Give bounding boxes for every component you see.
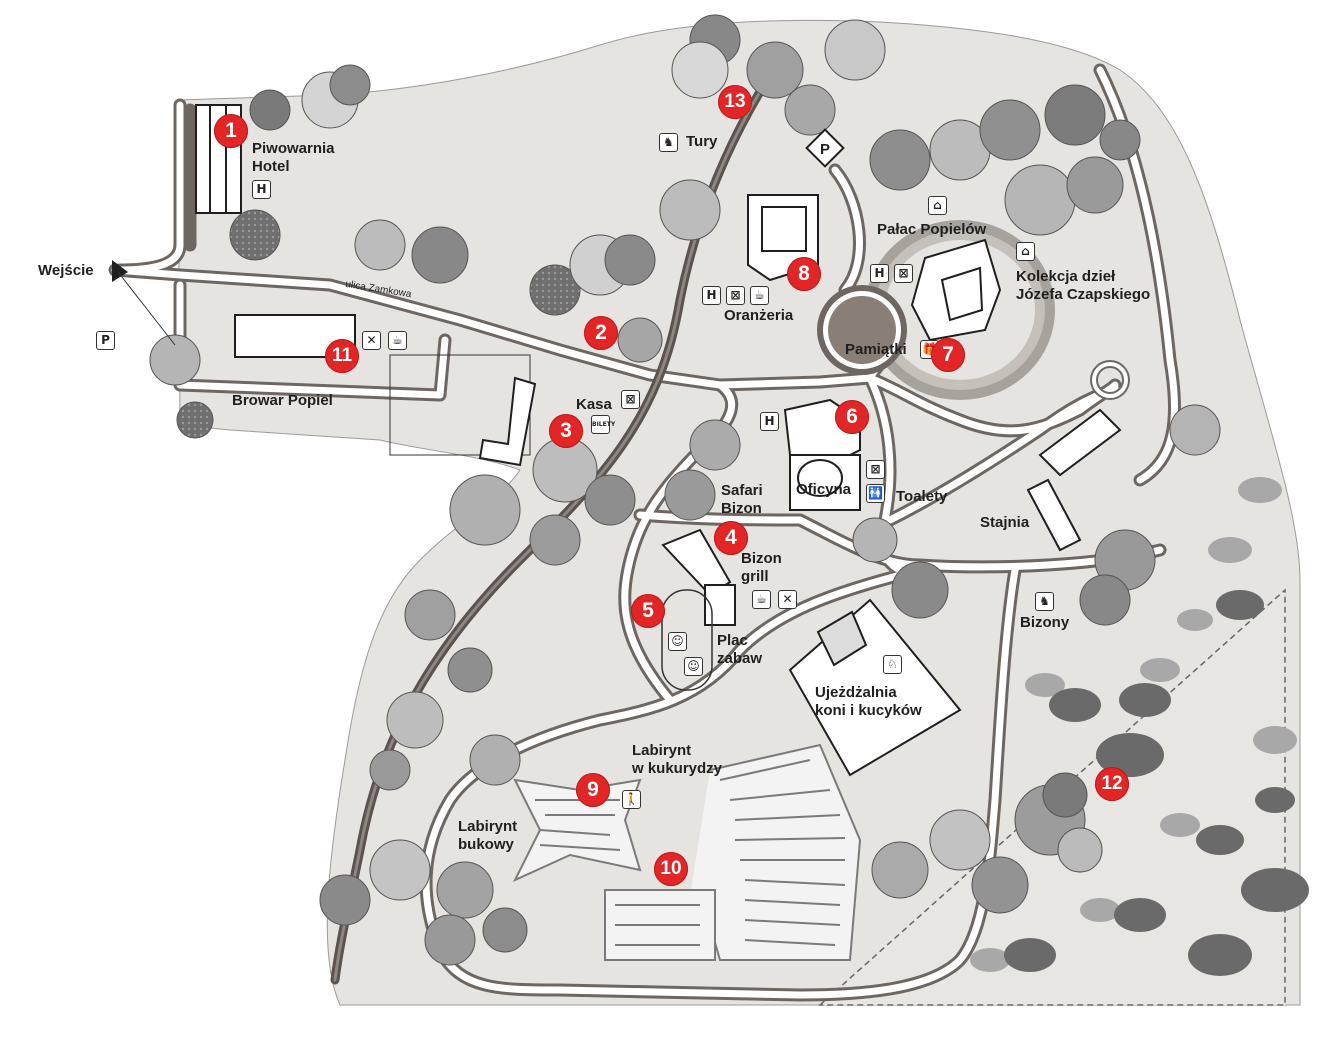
beer-icon: ☕ xyxy=(388,331,407,350)
svg-text:P: P xyxy=(820,141,830,158)
playground-icon: ☺ xyxy=(668,632,687,651)
marker-3[interactable]: 3 xyxy=(549,414,583,448)
restaurant-icon: ✕ xyxy=(778,590,797,609)
marker-5[interactable]: 5 xyxy=(631,594,665,628)
playground-icon: ☺ xyxy=(684,657,703,676)
marker-6[interactable]: 6 xyxy=(835,400,869,434)
label-bizon-grill-line2: grill xyxy=(741,568,769,585)
restaurant-icon: ✕ xyxy=(362,331,381,350)
marker-12[interactable]: 12 xyxy=(1095,767,1129,801)
marker-8[interactable]: 8 xyxy=(787,257,821,291)
cafe-icon: ☕ xyxy=(750,286,769,305)
label-kasa: Kasa xyxy=(576,396,612,413)
label-tury: Tury xyxy=(686,133,718,150)
marker-9[interactable]: 9 xyxy=(576,773,610,807)
bison-icon: ♞ xyxy=(659,133,678,152)
museum-icon: ⌂ xyxy=(1016,242,1035,261)
atm-icon: ⊠ xyxy=(866,460,885,479)
label-safari-line2: Bizon xyxy=(721,500,762,517)
label-labirynt-bukowy-line1: Labirynt xyxy=(458,818,518,835)
bison-herd xyxy=(970,477,1309,976)
mazes xyxy=(512,743,862,961)
hotel-icon: H xyxy=(702,286,721,305)
marker-1[interactable]: 1 xyxy=(214,114,248,148)
label-toalety: Toalety xyxy=(896,488,948,505)
label-hotel: Hotel xyxy=(252,158,290,175)
ticket-icon: BILETY xyxy=(591,415,615,434)
label-labirynt-kukurydza-line2: w kukurydzy xyxy=(632,760,723,777)
label-bizony: Bizony xyxy=(1020,614,1070,631)
hotel-icon: H xyxy=(252,180,271,199)
trees xyxy=(149,14,1221,966)
label-oficyna: Oficyna xyxy=(796,481,852,498)
walk-icon: 🚶 xyxy=(622,790,641,809)
label-piwowarnia: Piwowarnia xyxy=(252,140,335,157)
label-stajnia: Stajnia xyxy=(980,514,1030,531)
parking-icon: P xyxy=(96,331,115,350)
label-safari-line1: Safari xyxy=(721,482,763,499)
parking-sign-icon: P xyxy=(805,128,845,168)
label-bizon-grill-line1: Bizon xyxy=(741,550,782,567)
atm-icon: ⊠ xyxy=(894,264,913,283)
entrance-arrow-icon xyxy=(112,260,128,282)
marker-13[interactable]: 13 xyxy=(718,85,752,119)
hotel-icon: H xyxy=(870,264,889,283)
marker-7[interactable]: 7 xyxy=(931,338,965,372)
label-plac-line2: zabaw xyxy=(717,650,763,667)
label-palac-popielow: Pałac Popielów xyxy=(877,221,987,238)
label-kolekcja-line2: Józefa Czapskiego xyxy=(1016,286,1151,303)
label-browar-popiel: Browar Popiel xyxy=(232,392,333,409)
marker-11[interactable]: 11 xyxy=(325,339,359,373)
marker-2[interactable]: 2 xyxy=(584,316,618,350)
cafe-icon: ☕ xyxy=(752,590,771,609)
label-kolekcja-line1: Kolekcja dzieł xyxy=(1016,268,1116,285)
museum-icon: ⌂ xyxy=(928,196,947,215)
toilet-icon: 🚻 xyxy=(866,484,885,503)
label-labirynt-bukowy-line2: bukowy xyxy=(458,836,514,853)
label-ujezdzalnia-line2: koni i kucyków xyxy=(815,702,922,719)
horse-icon: ♘ xyxy=(883,655,902,674)
atm-icon: ⊠ xyxy=(621,390,640,409)
label-ujezdzalnia-line1: Ujeżdżalnia xyxy=(815,684,897,701)
atm-icon: ⊠ xyxy=(726,286,745,305)
marker-10[interactable]: 10 xyxy=(654,852,688,886)
bison-icon: ♞ xyxy=(1035,592,1054,611)
label-plac-line1: Plac xyxy=(717,632,748,649)
label-pamiatki: Pamiątki xyxy=(845,341,907,358)
label-oranzeria: Oranżeria xyxy=(724,307,794,324)
buildings xyxy=(195,104,1122,777)
marker-4[interactable]: 4 xyxy=(714,521,748,555)
hotel-icon: H xyxy=(760,412,779,431)
entrance-label: Wejście xyxy=(38,262,94,279)
label-labirynt-kukurydza-line1: Labirynt xyxy=(632,742,692,759)
